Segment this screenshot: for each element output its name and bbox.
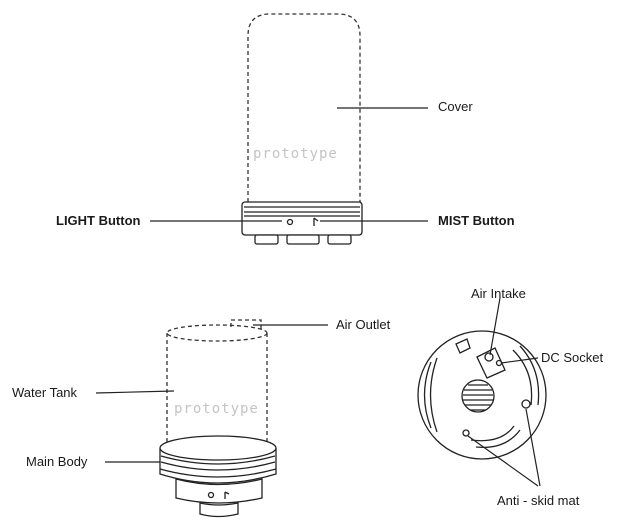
top-base bbox=[241, 201, 363, 245]
anti-skid-mat-label: Anti - skid mat bbox=[497, 493, 580, 508]
air-intake-icon bbox=[484, 352, 494, 362]
air-intake-label: Air Intake bbox=[471, 286, 526, 301]
fan-grille-icon bbox=[461, 379, 495, 413]
air-outlet-nub bbox=[230, 319, 262, 329]
light-button-icon bbox=[286, 218, 294, 226]
top-assembly: prototype Cover LIGHT Button MIST Button bbox=[56, 13, 515, 245]
main-body-label: Main Body bbox=[26, 454, 88, 469]
water-tank-label: Water Tank bbox=[12, 385, 78, 400]
water-tank-top bbox=[166, 324, 268, 342]
mist-button-icon bbox=[313, 217, 319, 226]
dc-socket-housing bbox=[476, 347, 506, 379]
anti-skid-mat-dot-bottom bbox=[462, 429, 470, 437]
tank-watermark: prototype bbox=[174, 401, 259, 417]
dc-socket-label: DC Socket bbox=[541, 350, 604, 365]
cover-outline bbox=[247, 13, 361, 202]
cover-watermark: prototype bbox=[253, 146, 338, 162]
mist-button-label: MIST Button bbox=[438, 213, 515, 228]
bottom-left-assembly: prototype Air Outlet Water Tank Main Bod… bbox=[12, 317, 391, 518]
anti-skid-mat-dot-right bbox=[521, 399, 531, 409]
air-outlet-label: Air Outlet bbox=[336, 317, 391, 332]
light-button-label: LIGHT Button bbox=[56, 213, 141, 228]
main-body bbox=[159, 435, 277, 518]
cover-label: Cover bbox=[438, 99, 473, 114]
underside-view: Air Intake DC Socket Anti - skid mat bbox=[417, 286, 604, 508]
